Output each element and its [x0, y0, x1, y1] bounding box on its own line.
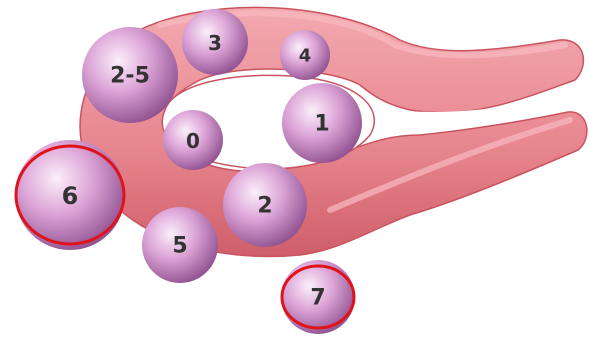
node-label: 2-5 — [110, 64, 150, 89]
node-2-5: 2-5 — [82, 27, 178, 123]
node-label: 5 — [172, 234, 187, 259]
node-2: 2 — [223, 163, 307, 247]
node-label: 4 — [299, 46, 312, 67]
node-label: 2 — [257, 194, 272, 219]
node-label: 0 — [186, 129, 200, 153]
node-4: 4 — [280, 30, 330, 80]
node-1: 1 — [282, 83, 362, 163]
node-label: 3 — [208, 31, 222, 55]
node-6: 6 — [15, 140, 125, 250]
node-label: 7 — [310, 286, 325, 311]
node-5: 5 — [142, 207, 218, 283]
node-3: 3 — [182, 9, 248, 75]
node-label: 1 — [314, 112, 329, 137]
node-label: 6 — [62, 182, 79, 210]
node-0: 0 — [163, 110, 223, 170]
node-7: 7 — [281, 260, 355, 334]
